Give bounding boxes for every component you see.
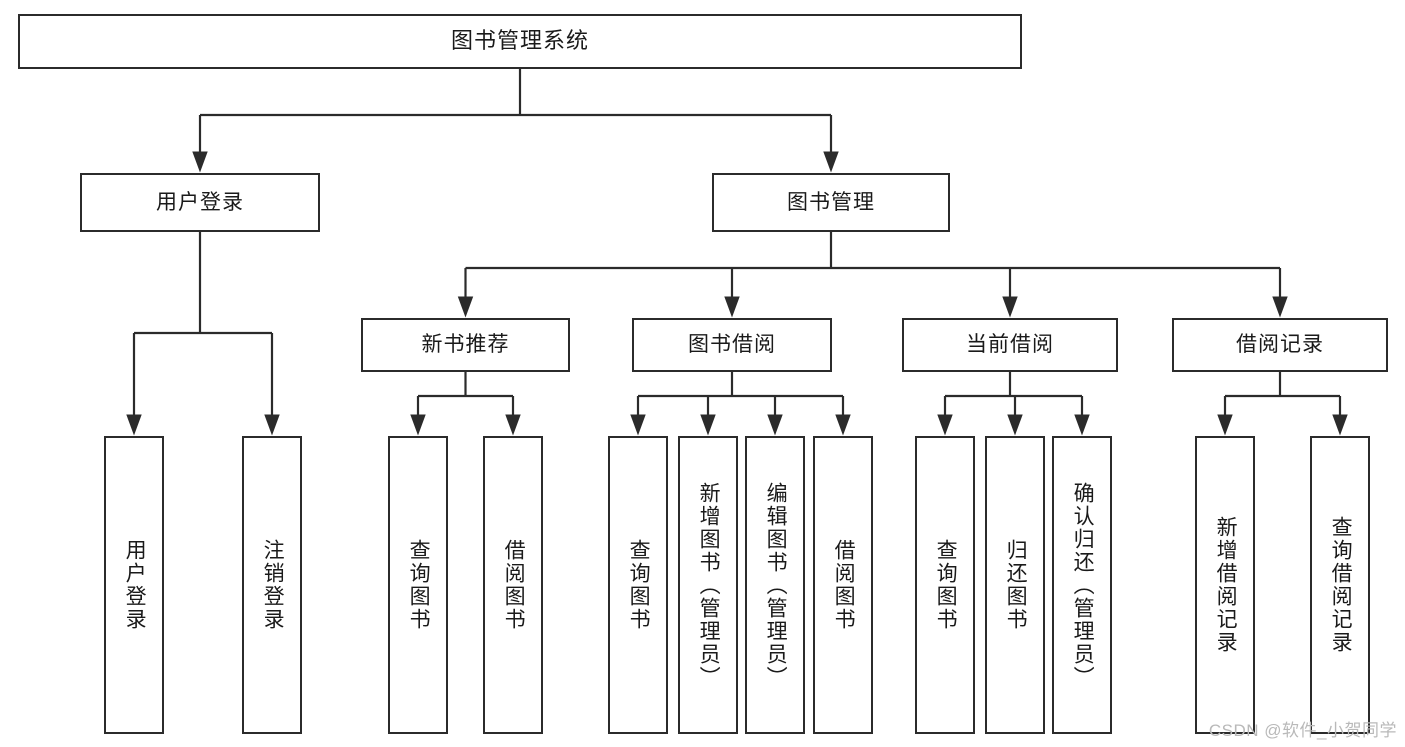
node-leaf-13[interactable]: 查询借阅记录 (1310, 436, 1370, 734)
node-leaf-7[interactable]: 编辑图书（管理员） (745, 436, 805, 734)
arrowhead-icon (1332, 414, 1348, 436)
node-leaf-5[interactable]: 查询图书 (608, 436, 668, 734)
node-label: 借阅图书 (502, 539, 526, 631)
node-label: 查询图书 (627, 539, 651, 631)
arrowhead-icon (192, 151, 208, 173)
node-borrowbook[interactable]: 图书借阅 (632, 318, 832, 372)
node-leaf-11[interactable]: 确认归还（管理员） (1052, 436, 1112, 734)
node-label: 确认归还（管理员） (1071, 481, 1095, 689)
node-label: 借阅记录 (1236, 333, 1324, 357)
node-label: 图书管理系统 (450, 28, 589, 54)
node-newbooks[interactable]: 新书推荐 (361, 318, 570, 372)
node-leaf-8[interactable]: 借阅图书 (813, 436, 873, 734)
node-leaf-10[interactable]: 归还图书 (985, 436, 1045, 734)
node-label: 图书借阅 (688, 333, 776, 357)
arrowhead-icon (457, 296, 474, 318)
node-label: 用户登录 (123, 539, 147, 631)
arrowhead-icon (410, 414, 426, 436)
node-label: 当前借阅 (966, 333, 1054, 357)
arrowhead-icon (1217, 414, 1233, 436)
arrowhead-icon (767, 414, 783, 436)
node-label: 查询图书 (407, 539, 431, 631)
arrowhead-icon (264, 414, 280, 436)
arrowhead-icon (1272, 296, 1288, 318)
node-leaf-6[interactable]: 新增图书（管理员） (678, 436, 738, 734)
node-label: 注销登录 (261, 539, 285, 631)
node-root[interactable]: 图书管理系统 (18, 14, 1022, 69)
arrowhead-icon (1074, 414, 1090, 436)
node-label: 编辑图书（管理员） (764, 481, 788, 689)
node-label: 归还图书 (1004, 539, 1028, 631)
node-leaf-1[interactable]: 用户登录 (104, 436, 164, 734)
node-records[interactable]: 借阅记录 (1172, 318, 1388, 372)
arrowhead-icon (700, 414, 716, 436)
arrowhead-icon (126, 414, 142, 436)
arrowhead-icon (937, 414, 953, 436)
arrowhead-icon (823, 151, 839, 173)
arrowhead-icon (1002, 296, 1018, 318)
node-label: 查询借阅记录 (1329, 516, 1353, 654)
node-label: 新书推荐 (421, 333, 510, 357)
node-current[interactable]: 当前借阅 (902, 318, 1118, 372)
arrowhead-icon (724, 296, 740, 318)
node-label: 用户登录 (156, 190, 244, 214)
node-label: 新增图书（管理员） (697, 481, 721, 689)
arrowhead-icon (835, 414, 851, 436)
node-leaf-12[interactable]: 新增借阅记录 (1195, 436, 1255, 734)
node-bookmgmt[interactable]: 图书管理 (712, 173, 950, 232)
node-login[interactable]: 用户登录 (80, 173, 320, 232)
node-label: 新增借阅记录 (1214, 516, 1238, 654)
node-label: 查询图书 (934, 539, 958, 631)
node-leaf-2[interactable]: 注销登录 (242, 436, 302, 734)
node-leaf-4[interactable]: 借阅图书 (483, 436, 543, 734)
arrowhead-icon (505, 414, 521, 436)
node-leaf-9[interactable]: 查询图书 (915, 436, 975, 734)
node-leaf-3[interactable]: 查询图书 (388, 436, 448, 734)
node-label: 图书管理 (787, 190, 875, 214)
arrowhead-icon (630, 414, 646, 436)
arrowhead-icon (1007, 414, 1023, 436)
node-label: 借阅图书 (832, 539, 856, 631)
